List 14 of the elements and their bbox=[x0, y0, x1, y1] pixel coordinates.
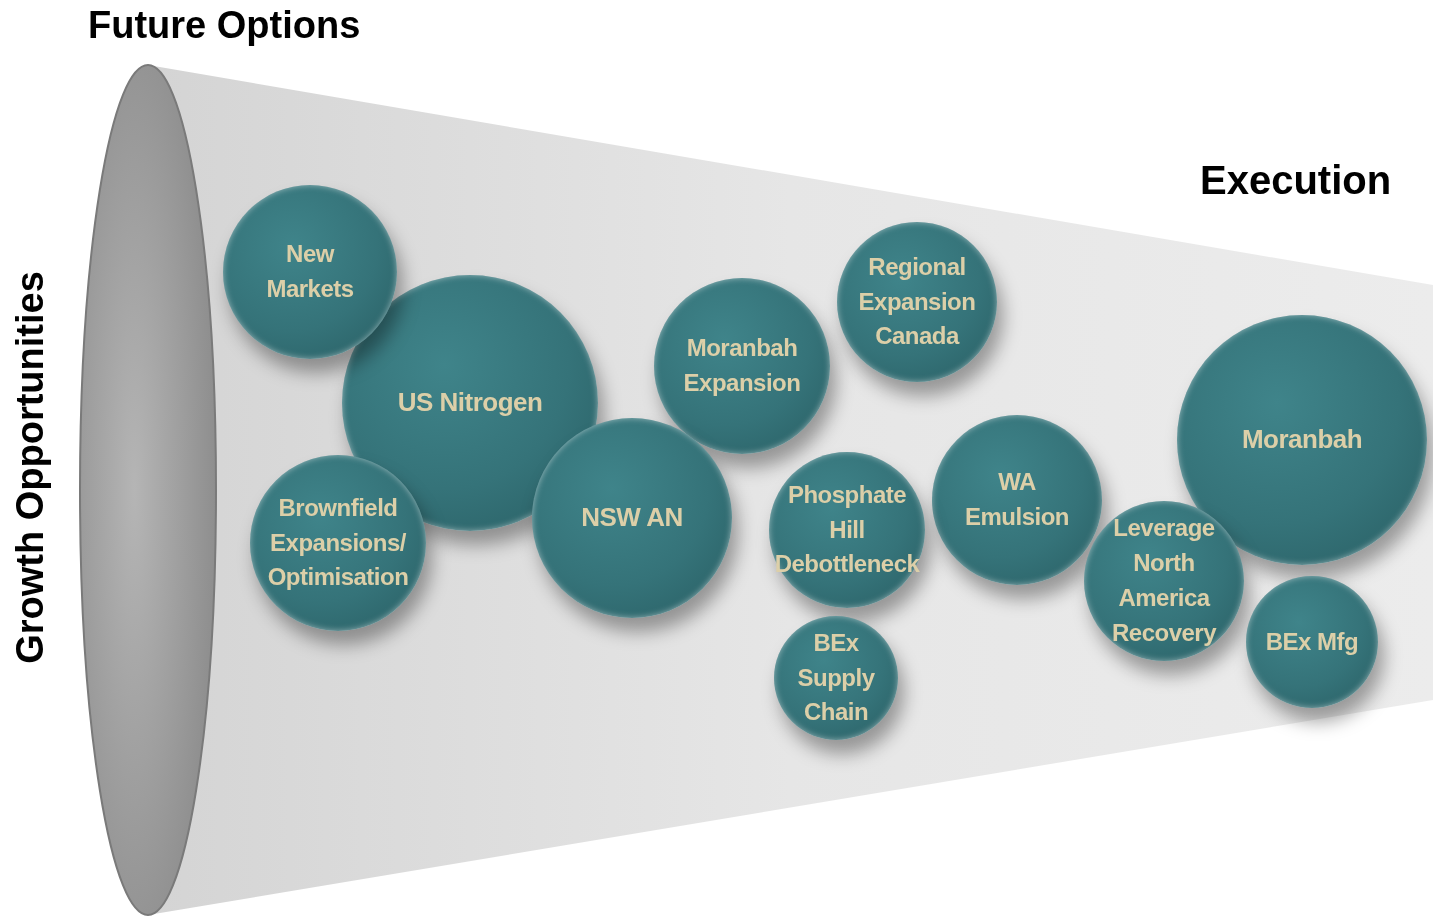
bubble-label: Regional Expansion Canada bbox=[857, 251, 977, 352]
stage-heading: Future Options bbox=[88, 4, 361, 47]
bubble-label: Leverage North America Recovery bbox=[1110, 513, 1218, 648]
bubble-label: NSW AN bbox=[580, 501, 684, 535]
bubble-label: BEx Mfg bbox=[1264, 626, 1360, 657]
bubble-label: US Nitrogen bbox=[396, 386, 544, 420]
bubble-label: WA Emulsion bbox=[964, 467, 1070, 532]
bubble-label: New Markets bbox=[265, 239, 355, 304]
bubble-label: Brownfield Expansions/ Optimisation bbox=[266, 492, 410, 593]
bubble-label: Moranbah Expansion bbox=[682, 333, 802, 398]
bubble-label: BEx Supply Chain bbox=[796, 627, 876, 728]
stage-heading: Execution bbox=[1200, 158, 1392, 203]
axis-label: Growth Opportunities bbox=[8, 271, 52, 664]
bubble-label: Moranbah bbox=[1240, 423, 1364, 457]
